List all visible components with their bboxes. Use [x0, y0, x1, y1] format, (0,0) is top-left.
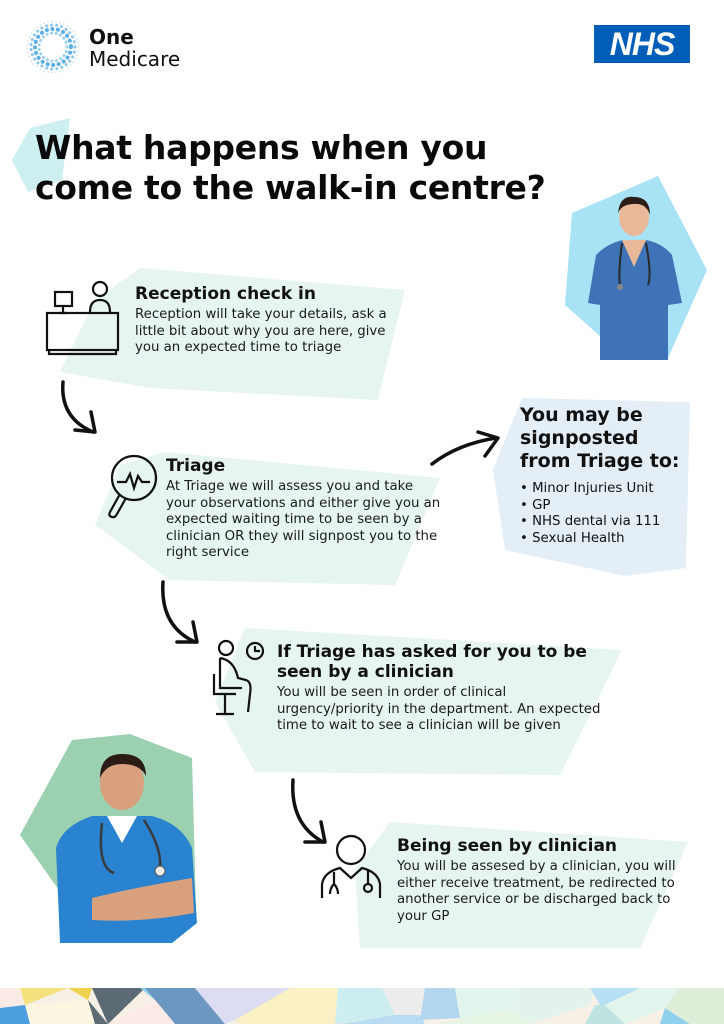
step-reception: Reception check in Reception will take y… [135, 284, 400, 357]
title-line-1: What happens when you [35, 128, 488, 167]
one-medicare-logo-mark [24, 18, 82, 76]
signpost-title: You may be signposted from Triage to: [520, 404, 680, 472]
step-title: Reception check in [135, 284, 316, 304]
step-clinician-wait: If Triage has asked for you to be seen b… [277, 642, 607, 735]
signpost-item: Minor Injuries Unit [520, 481, 685, 498]
signpost-list: Minor Injuries Unit GP NHS dental via 11… [520, 481, 685, 547]
page-title: What happens when you come to the walk-i… [35, 128, 546, 208]
logo-line-medicare: Medicare [89, 47, 181, 71]
title-line-2: come to the walk-in centre? [35, 168, 546, 207]
nhs-logo: NHS [594, 25, 690, 63]
step-body: Reception will take your details, ask a … [135, 307, 387, 355]
step-body: You will be assesed by a clinician, you … [397, 859, 676, 924]
magnifier-heartbeat-icon [104, 454, 164, 524]
one-medicare-logo-text: One Medicare [89, 26, 180, 70]
arrow-down-icon [161, 580, 199, 644]
arrow-down-icon [291, 778, 327, 844]
step-body: You will be seen in order of clinical ur… [277, 685, 601, 733]
signpost-item: GP [520, 498, 685, 515]
step-triage: Triage At Triage we will assess you and … [166, 456, 446, 562]
step-being-seen: Being seen by clinician You will be asse… [397, 836, 687, 925]
step-body: At Triage we will assess you and take yo… [166, 479, 441, 560]
doctor-photo [52, 748, 200, 943]
signpost-item: NHS dental via 111 [520, 514, 685, 531]
dotted-ring-icon [26, 20, 80, 74]
clinician-stethoscope-icon [318, 834, 384, 902]
logo-line-one: One [89, 25, 134, 49]
step-title: Triage [166, 456, 226, 476]
seated-patient-clock-icon [210, 638, 270, 720]
nurse-photo [578, 195, 690, 360]
step-title: Being seen by clinician [397, 836, 618, 856]
arrow-right-icon [430, 430, 500, 466]
signpost-item: Sexual Health [520, 531, 685, 548]
step-title: If Triage has asked for you to be seen b… [277, 642, 587, 682]
footer-mosaic [0, 988, 724, 1024]
signpost-panel: You may be signposted from Triage to: Mi… [520, 404, 685, 547]
reception-desk-icon [44, 280, 124, 360]
arrow-down-icon [61, 380, 97, 434]
